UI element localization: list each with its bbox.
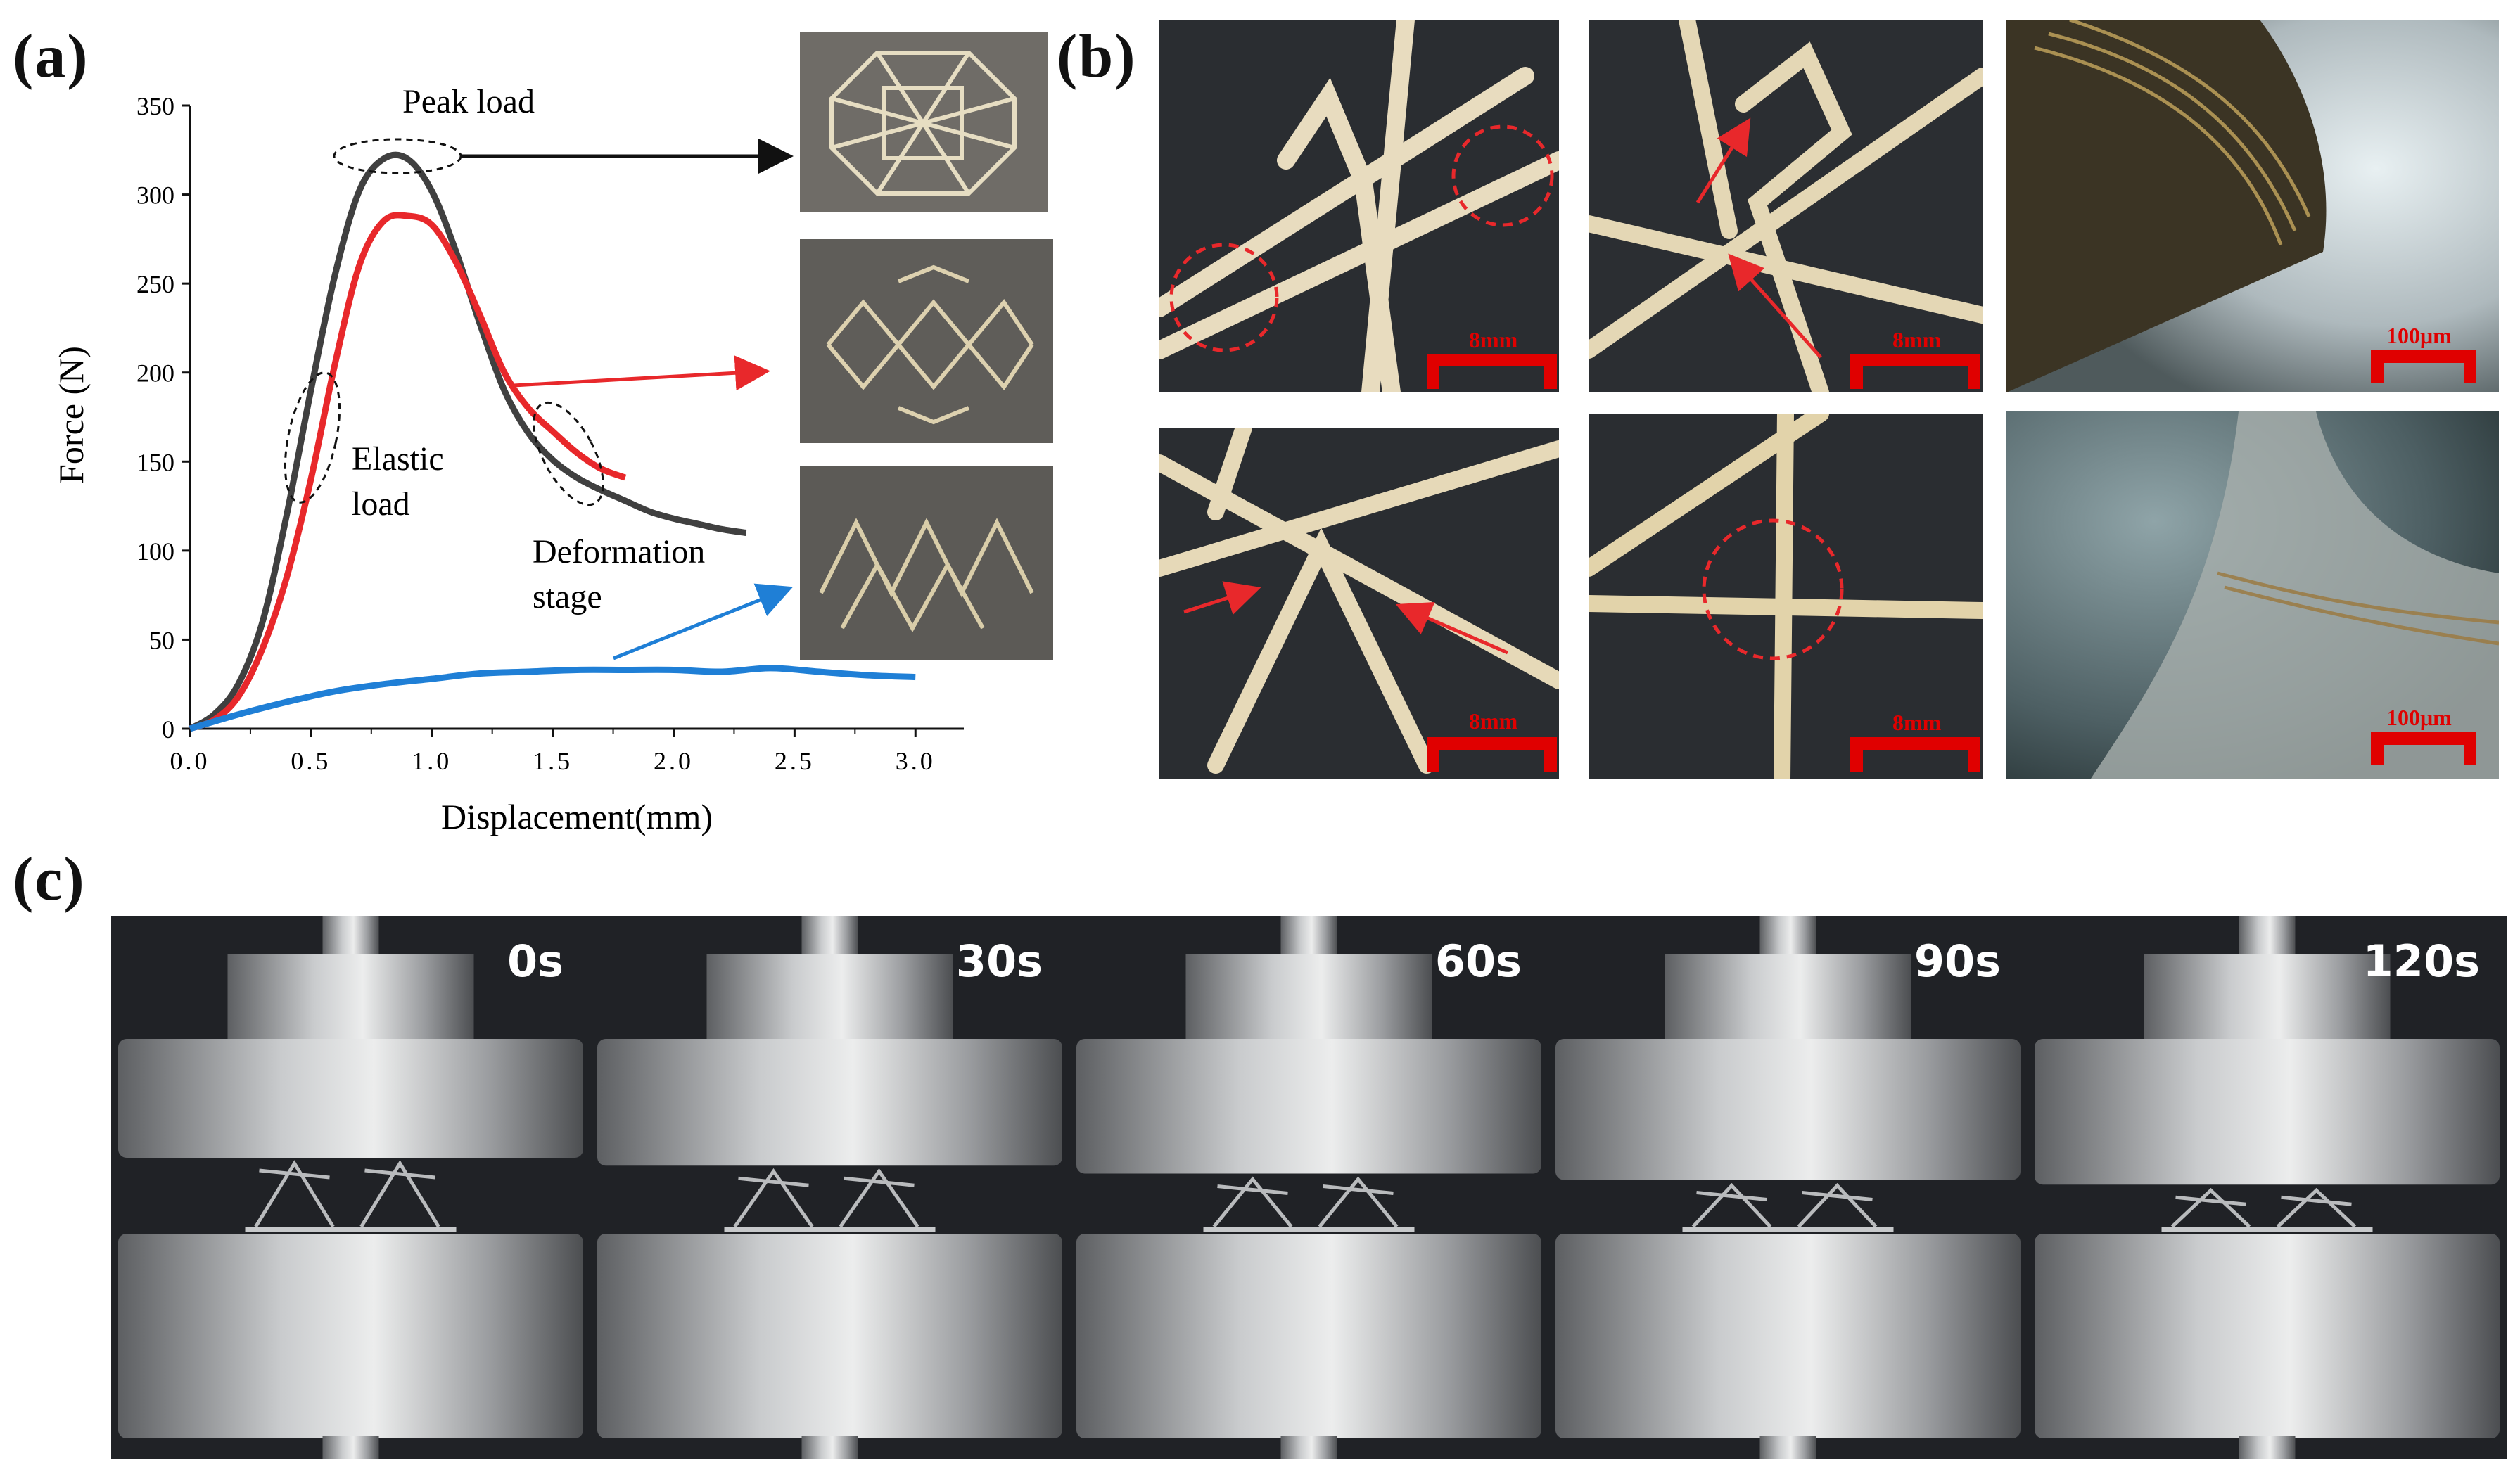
damage-circle	[1451, 124, 1554, 227]
y-tick-label: 200	[136, 359, 174, 388]
micrograph-1: 100μm	[2006, 20, 2499, 392]
scale-bar: 8mm	[1850, 327, 1980, 389]
series-line-3	[189, 665, 916, 732]
force-displacement-chart: 0 50 100 150 200 250 300 350 0.0 0.5 1.0 1.5 2.0 2.5 3…	[51, 83, 964, 836]
y-tick-label: 100	[136, 537, 174, 566]
scale-label-100um: 100μm	[2386, 323, 2452, 348]
time-label: 90s	[1914, 935, 2001, 987]
elastic-label-2: load	[352, 485, 410, 523]
panel-label-c: (c)	[13, 845, 86, 914]
fracture-photo-1: 8mm	[1159, 20, 1559, 392]
series-line-2	[189, 212, 627, 732]
lattice-photo-deformed	[800, 466, 1053, 660]
damage-circle	[1702, 518, 1844, 660]
chart-ticks: 0 50 100 150 200 250 300 350 0.0 0.5 1.0 1.5 2.0 2.5 3…	[136, 92, 936, 775]
fracture-photo-4: 8mm	[1589, 414, 1983, 779]
x-tick-label: 3.0	[896, 747, 936, 775]
y-tick-label: 250	[136, 270, 174, 298]
scale-bar: 100μm	[2371, 705, 2476, 765]
micrograph-2: 100μm	[2006, 411, 2499, 779]
chart-series	[188, 151, 916, 732]
x-tick-label: 1.0	[412, 747, 452, 775]
panel-label-a: (a)	[13, 23, 89, 91]
red-arrow	[513, 355, 770, 391]
scale-bar: 8mm	[1427, 327, 1557, 389]
x-tick-label: 0.0	[170, 747, 210, 775]
blue-arrow	[613, 583, 794, 660]
y-tick-label: 50	[149, 626, 174, 654]
x-tick-label: 1.5	[533, 747, 573, 775]
scale-bar: 8mm	[1427, 708, 1557, 772]
compression-frame: 30s	[590, 916, 1069, 1459]
compression-frame: 90s	[1548, 916, 2028, 1459]
scale-label-8mm: 8mm	[1892, 327, 1942, 352]
compression-sequence: 0s 30s 60s 90s 120s	[111, 916, 2507, 1459]
compression-frame: 0s	[111, 916, 590, 1459]
scale-label-8mm: 8mm	[1469, 708, 1518, 734]
time-label: 120s	[2362, 935, 2480, 987]
x-tick-label: 2.0	[654, 747, 694, 775]
x-tick-label: 0.5	[291, 747, 331, 775]
time-label: 0s	[507, 935, 564, 987]
scale-label-100um: 100μm	[2386, 705, 2452, 730]
x-tick-label: 2.5	[775, 747, 815, 775]
scale-label-8mm: 8mm	[1892, 710, 1942, 735]
time-label: 60s	[1434, 935, 1522, 987]
damage-circle	[1169, 243, 1279, 352]
scale-bar: 100μm	[2371, 323, 2476, 383]
elastic-label-1: Elastic	[352, 440, 444, 478]
y-tick-label: 350	[136, 92, 174, 120]
fracture-photo-2: 8mm	[1589, 20, 1983, 392]
deformation-label-2: stage	[533, 578, 602, 615]
time-label: 30s	[955, 935, 1043, 987]
fracture-photo-3: 8mm	[1159, 428, 1559, 779]
y-tick-label: 0	[162, 715, 174, 743]
x-axis-label: Displacement(mm)	[441, 797, 713, 836]
scale-bar: 8mm	[1850, 710, 1980, 772]
elastic-load-ellipse	[284, 371, 341, 504]
lattice-photo-intact	[800, 32, 1048, 212]
y-axis-label: Force (N)	[51, 346, 91, 484]
panel-label-b: (b)	[1057, 23, 1137, 91]
series-line-1	[188, 151, 747, 732]
deformation-stage-ellipse	[533, 401, 604, 506]
scale-label-8mm: 8mm	[1469, 327, 1518, 352]
compression-frame: 60s	[1069, 916, 1548, 1459]
y-tick-label: 150	[136, 448, 174, 476]
y-tick-label: 300	[136, 181, 174, 210]
peak-load-label: Peak load	[402, 83, 535, 120]
lattice-photo-partial	[800, 239, 1053, 443]
chart-axes	[189, 106, 964, 730]
compression-frame: 120s	[2028, 916, 2507, 1459]
deformation-label-1: Deformation	[533, 533, 705, 570]
